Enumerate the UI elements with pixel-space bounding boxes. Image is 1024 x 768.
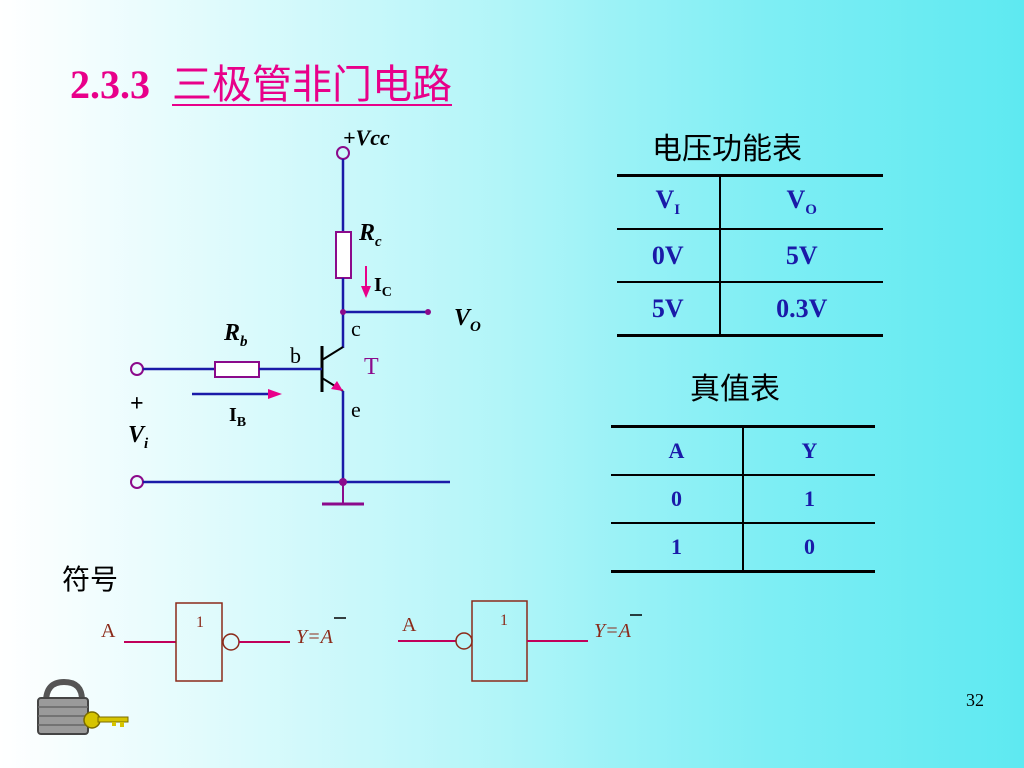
gate2-box-label: 1	[500, 612, 508, 629]
gate2-input-label: A	[402, 614, 417, 636]
transistor-collector-lead	[321, 346, 344, 361]
voltage-table-caption: 电压功能表	[652, 132, 802, 167]
truth-table: A Y 0 1 1 0	[611, 425, 875, 573]
table-cell: 0	[611, 475, 744, 524]
gate1-input-label: A	[101, 620, 116, 642]
table-header-row: A Y	[611, 425, 875, 476]
rb-resistor	[214, 361, 260, 378]
ic-label: IC	[374, 274, 392, 300]
table-header-row: VI VO	[617, 174, 883, 230]
table-cell: 0V	[617, 229, 721, 283]
pin-e-label: e	[351, 397, 361, 422]
vo-node	[425, 309, 431, 315]
gate1-output-label: Y=A	[296, 626, 334, 648]
vi-plus-label: +	[130, 391, 144, 417]
table-row: 5V 0.3V	[617, 282, 883, 337]
pin-c-label: c	[351, 316, 361, 341]
gate1-box-label: 1	[196, 614, 204, 631]
collector-node	[340, 309, 346, 315]
page-number: 32	[966, 690, 984, 710]
gate2-output-label: Y=A	[594, 620, 632, 642]
rc-label: Rc	[358, 220, 382, 250]
table-cell: 0.3V	[719, 282, 883, 337]
emitter-arrow-icon	[331, 381, 343, 391]
gate1-bubble	[222, 633, 240, 651]
vo-label: VO	[454, 305, 481, 335]
header-a: A	[611, 425, 744, 476]
section-title: 三极管非门电路	[172, 62, 452, 107]
ib-label: IB	[229, 404, 246, 430]
table-row: 0 1	[611, 475, 875, 524]
header-vo: VO	[719, 174, 883, 230]
pin-b-label: b	[290, 343, 301, 368]
section-number: 2.3.3	[70, 62, 150, 107]
gate2-bubble	[455, 632, 473, 650]
padlock-key-icon	[37, 678, 129, 735]
ic-arrow-head	[361, 286, 371, 298]
voltage-table: VI VO 0V 5V 5V 0.3V	[617, 174, 883, 337]
vi-terminal-bottom	[130, 475, 144, 489]
header-vi: VI	[617, 174, 721, 230]
table-cell: 1	[743, 475, 875, 524]
rc-resistor	[335, 231, 352, 279]
symbol-section-label: 符号	[62, 563, 119, 596]
gate1-box	[175, 602, 223, 682]
truth-table-caption: 真值表	[690, 372, 780, 407]
transistor-label: T	[364, 354, 379, 380]
vcc-label: +Vcc	[343, 125, 390, 150]
header-y: Y	[743, 425, 875, 476]
ib-arrow-head	[268, 389, 282, 399]
table-cell: 1	[611, 523, 744, 573]
rb-label: Rb	[223, 320, 248, 350]
table-row: 1 0	[611, 523, 875, 573]
table-row: 0V 5V	[617, 229, 883, 283]
vi-terminal-top	[130, 362, 144, 376]
table-cell: 0	[743, 523, 875, 573]
page-title: 2.3.3 三极管非门电路	[70, 52, 452, 110]
vi-label: Vi	[128, 422, 149, 452]
table-cell: 5V	[617, 282, 721, 337]
table-cell: 5V	[719, 229, 883, 283]
